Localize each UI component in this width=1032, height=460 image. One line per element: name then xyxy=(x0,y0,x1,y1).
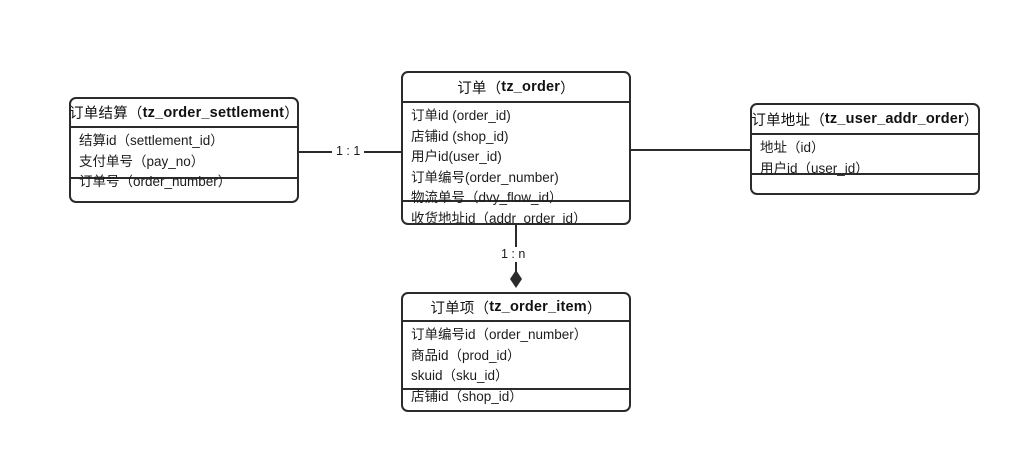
entity-field: 结算id（settlement_id） xyxy=(79,133,224,148)
entity-table-name: tz_order_item xyxy=(489,299,587,315)
entity-field: 物流单号（dvy_flow_id） xyxy=(411,190,563,205)
entity-field: 订单编号(order_number) xyxy=(411,169,559,185)
entity-tz-order-item[interactable]: 订单项（tz_order_item） 订单编号id（order_number） … xyxy=(401,292,631,412)
entity-tz-order[interactable]: 订单（tz_order） 订单id (order_id) 店铺id (shop_… xyxy=(401,71,631,225)
entity-field: 地址（id） xyxy=(760,140,825,155)
entity-title-paren-close: ） xyxy=(586,300,602,317)
entity-footer-tz-order-settlement xyxy=(71,179,297,201)
entity-title-cn: 订单结算 xyxy=(69,106,128,122)
entity-header-tz-order: 订单（tz_order） xyxy=(403,73,629,103)
relationship-label-order-orderitem: 1 : n xyxy=(497,247,530,262)
entity-field: 商品id（prod_id） xyxy=(411,347,521,363)
entity-fields-tz-order: 订单id (order_id) 店铺id (shop_id) 用户id(user… xyxy=(403,103,629,223)
entity-title-paren-open: （ xyxy=(474,300,490,317)
entity-field: 收货地址id（addr_order_id） xyxy=(411,210,587,225)
entity-field: 店铺id（shop_id） xyxy=(411,388,523,404)
entity-footer-tz-user-addr-order xyxy=(752,175,978,193)
entity-title-cn: 订单 xyxy=(457,80,487,97)
entity-fields-tz-order-item: 订单编号id（order_number） 商品id（prod_id） skuid… xyxy=(403,322,629,404)
entity-title-paren-open: （ xyxy=(127,106,143,122)
entity-field: 用户id(user_id) xyxy=(411,149,502,164)
entity-footer-tz-order xyxy=(403,202,629,223)
entity-field: 订单id (order_id) xyxy=(411,108,511,123)
entity-footer-tz-order-item xyxy=(403,390,629,410)
entity-tz-order-settlement[interactable]: 订单结算（tz_order_settlement） 结算id（settlemen… xyxy=(69,97,299,203)
entity-title-paren-open: （ xyxy=(486,80,502,97)
entity-field: 订单编号id（order_number） xyxy=(411,327,588,342)
entity-title-paren-close: ） xyxy=(284,106,299,122)
entity-table-name: tz_order_settlement xyxy=(142,104,285,121)
entity-title-paren-close: ） xyxy=(560,80,575,97)
entity-table-name: tz_user_addr_order xyxy=(824,111,964,127)
entity-tz-user-addr-order[interactable]: 订单地址（tz_user_addr_order） 地址（id） 用户id（use… xyxy=(750,103,980,195)
entity-field: 用户id（user_id） xyxy=(760,160,869,176)
entity-field: 支付单号（pay_no） xyxy=(79,153,205,169)
entity-field: skuid（sku_id） xyxy=(411,368,509,383)
connector-order-address xyxy=(629,149,752,151)
entity-fields-tz-user-addr-order: 地址（id） 用户id（user_id） xyxy=(752,135,978,176)
entity-title-paren-close: ） xyxy=(963,112,979,129)
entity-title-cn: 订单项 xyxy=(430,300,475,317)
entity-title-cn: 订单地址 xyxy=(751,112,811,129)
entity-field: 店铺id (shop_id) xyxy=(411,128,509,144)
entity-field: 订单号（order_number） xyxy=(79,174,232,189)
entity-header-tz-order-settlement: 订单结算（tz_order_settlement） xyxy=(71,99,297,128)
relationship-label-settlement-order: 1 : 1 xyxy=(332,144,365,159)
entity-fields-tz-order-settlement: 结算id（settlement_id） 支付单号（pay_no） 订单号（ord… xyxy=(71,128,297,189)
entity-table-name: tz_order xyxy=(501,79,561,95)
entity-header-tz-user-addr-order: 订单地址（tz_user_addr_order） xyxy=(752,105,978,135)
entity-header-tz-order-item: 订单项（tz_order_item） xyxy=(403,294,629,322)
entity-title-paren-open: （ xyxy=(810,112,825,129)
